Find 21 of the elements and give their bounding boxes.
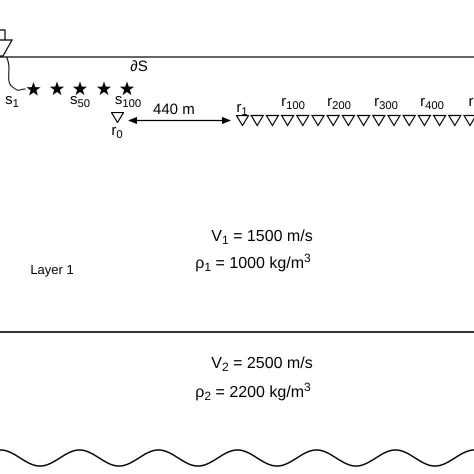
label-text: ∂S <box>130 59 148 74</box>
label-text: V$_{2}$ = 2500 m/s <box>211 356 313 372</box>
label-text: s$_{100}$ <box>114 92 142 107</box>
label-text: r$_{200}$ <box>327 94 351 109</box>
receiver-label: r$_{0}$ <box>111 123 123 138</box>
ship-drawing <box>0 29 13 57</box>
label-text: s$_{50}$ <box>70 92 90 107</box>
label-text: ρ$_{2}$ = 2200 kg/m$^{3}$ <box>195 385 311 401</box>
receiver-label: r$_{1}$ <box>236 100 248 115</box>
label-text: ρ$_{1}$ = 1000 kg/m$^{3}$ <box>195 256 311 272</box>
label-text: r$_{300}$ <box>374 94 398 109</box>
label-text: r$_{400}$ <box>420 94 444 109</box>
label-text: r$_{100}$ <box>281 94 305 109</box>
label-text: V$_{1}$ = 1500 m/s <box>211 229 313 245</box>
source-star-icon <box>26 82 40 96</box>
towing-cable <box>6 56 26 91</box>
edge-label: 440 m <box>151 102 197 117</box>
label-text: r <box>468 94 474 109</box>
label-text: Layer 1 <box>30 263 74 276</box>
double-arrow <box>128 116 231 124</box>
label-text: s$_{1}$ <box>5 92 19 107</box>
